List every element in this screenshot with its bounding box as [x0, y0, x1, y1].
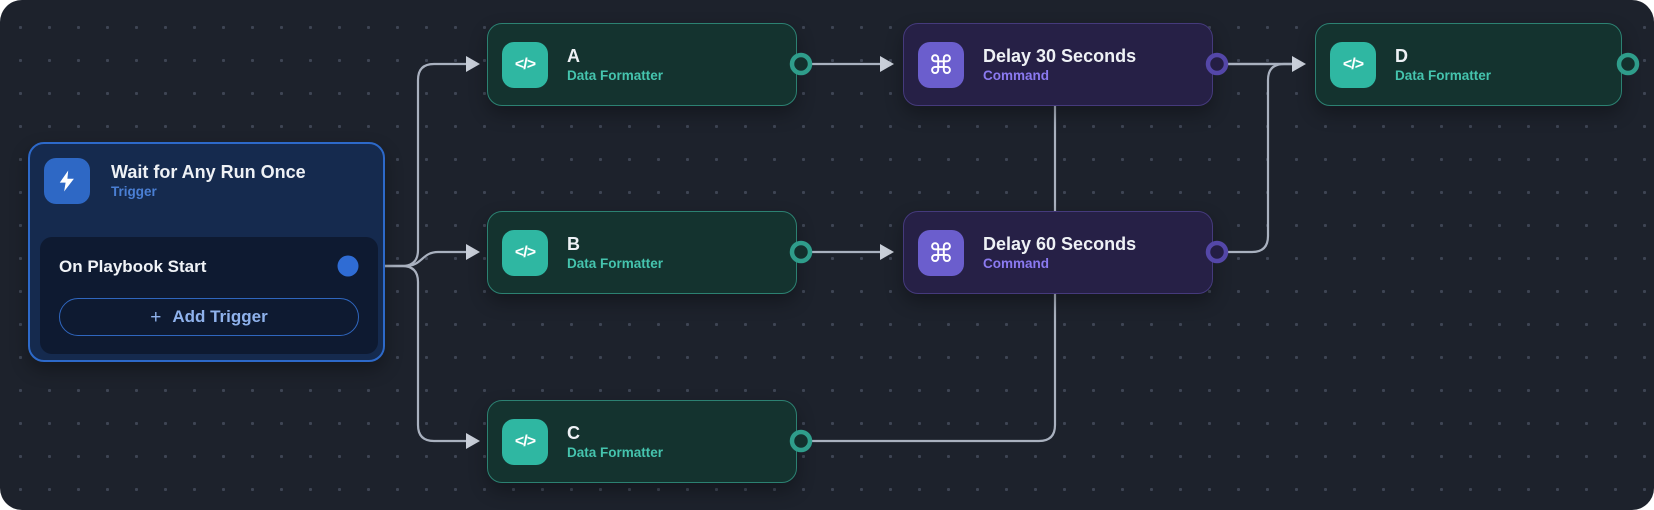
edge-delay60-to-d[interactable] [1217, 62, 1293, 254]
arrowhead-into-b [466, 244, 480, 260]
code-icon: </> [502, 229, 548, 276]
node-title: Delay 60 Seconds [983, 233, 1137, 254]
arrowhead-into-delay30 [880, 56, 894, 72]
node-type-label: Data Formatter [567, 444, 664, 460]
command-icon: ⌘ [918, 41, 964, 88]
lightning-icon [44, 158, 90, 204]
code-icon: </> [1330, 41, 1376, 88]
arrowhead-into-delay60 [880, 244, 894, 260]
code-icon: </> [502, 41, 548, 88]
node-type-label: Command [983, 255, 1050, 271]
node-type-label: Data Formatter [567, 67, 664, 83]
code-icon: </> [502, 418, 548, 465]
node-a-data-formatter[interactable]: </> A Data Formatter [487, 23, 797, 106]
trigger-events-panel: On Playbook Start + Add Trigger [40, 237, 378, 354]
node-title: Delay 30 Seconds [983, 45, 1137, 66]
node-type-label: Data Formatter [1395, 67, 1492, 83]
trigger-event-label: On Playbook Start [59, 257, 207, 276]
node-title: B [567, 233, 580, 254]
trigger-node[interactable]: Wait for Any Run Once Trigger On Playboo… [28, 142, 385, 362]
node-title: D [1395, 45, 1408, 66]
node-delay-60-seconds-command[interactable]: ⌘ Delay 60 Seconds Command [903, 211, 1213, 294]
node-b-data-formatter[interactable]: </> B Data Formatter [487, 211, 797, 294]
add-trigger-button-label: Add Trigger [172, 307, 268, 326]
trigger-node-title: Wait for Any Run Once [111, 162, 306, 183]
node-type-label: Data Formatter [567, 255, 664, 271]
node-c-data-formatter[interactable]: </> C Data Formatter [487, 400, 797, 483]
arrowhead-into-c [466, 433, 480, 449]
node-title: C [567, 422, 580, 443]
trigger-node-type: Trigger [111, 184, 157, 200]
arrowhead-into-a [466, 56, 480, 72]
command-icon: ⌘ [918, 229, 964, 276]
node-d-data-formatter[interactable]: </> D Data Formatter [1315, 23, 1622, 106]
arrowhead-into-d [1292, 56, 1306, 72]
trigger-node-header: Wait for Any Run Once Trigger [30, 144, 383, 204]
add-trigger-button[interactable]: + Add Trigger [59, 298, 359, 336]
edge-trigger-to-c[interactable] [348, 264, 467, 443]
node-title: A [567, 45, 580, 66]
plus-icon: + [150, 306, 162, 328]
node-type-label: Command [983, 67, 1050, 83]
node-delay-30-seconds-command[interactable]: ⌘ Delay 30 Seconds Command [903, 23, 1213, 106]
